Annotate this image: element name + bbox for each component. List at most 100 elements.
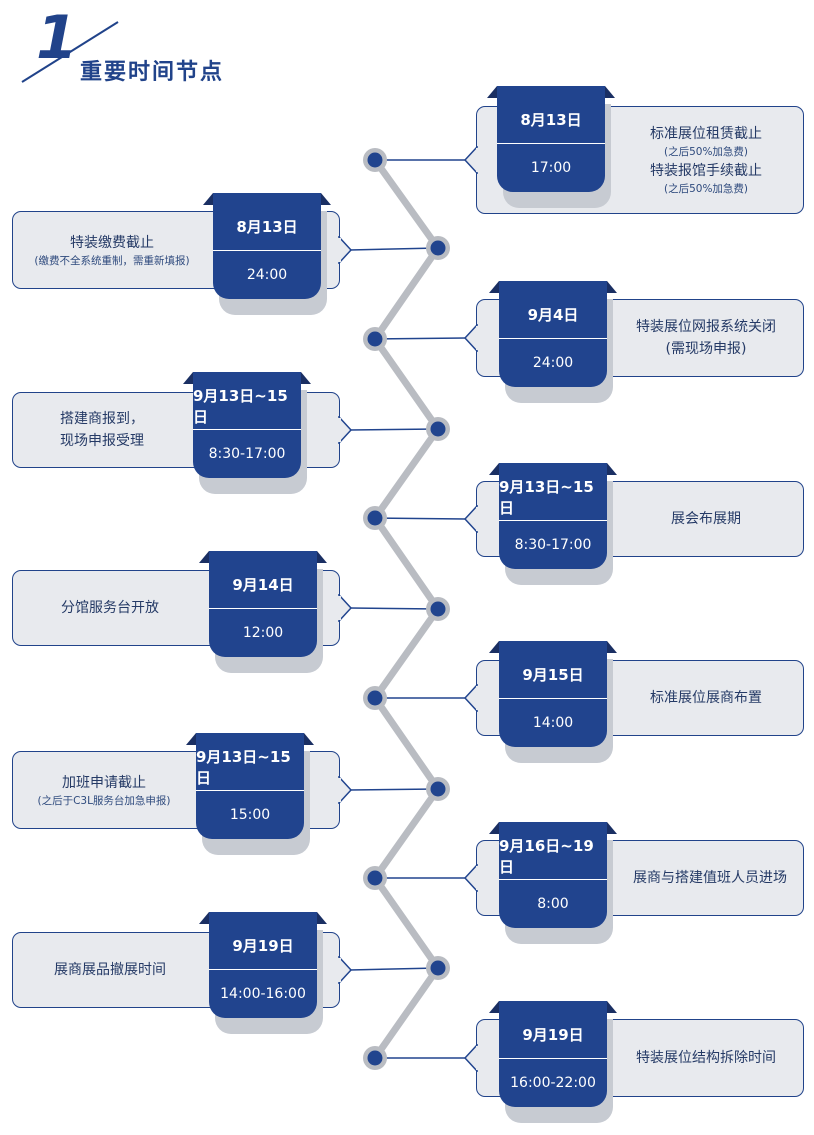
event-label: 展会布展期 bbox=[671, 511, 741, 527]
date-block: 9月13日~15日 8:30-17:00 bbox=[489, 463, 617, 585]
event-time: 16:00-22:00 bbox=[510, 1075, 596, 1091]
event-label: 特装展位网报系统关闭 bbox=[636, 319, 776, 335]
event-description: 展商展品撤展时间 bbox=[12, 932, 208, 1008]
card-pointer-arrow bbox=[338, 236, 352, 264]
timeline-node-center bbox=[367, 1050, 383, 1066]
date-tab-fold bbox=[199, 912, 327, 924]
event-time: 15:00 bbox=[229, 807, 271, 823]
event-date: 8月13日 bbox=[497, 96, 605, 144]
event-note: (之后50%加急费) bbox=[663, 146, 749, 158]
event-note: (之后50%加急费) bbox=[663, 183, 749, 195]
event-time: 24:00 bbox=[532, 355, 574, 371]
event-date: 9月19日 bbox=[209, 922, 317, 970]
event-time: 17:00 bbox=[530, 160, 572, 176]
event-date: 8月13日 bbox=[213, 203, 321, 251]
event-label: 展商展品撤展时间 bbox=[54, 962, 166, 978]
connector-line bbox=[374, 337, 467, 340]
connector-line bbox=[349, 247, 439, 251]
event-note: (缴费不全系统重制，需重新填报) bbox=[34, 254, 190, 267]
date-tab-fold bbox=[489, 281, 617, 293]
event-description: 特装展位结构拆除时间 bbox=[608, 1019, 804, 1097]
section-number: 1 bbox=[36, 3, 78, 73]
event-label: 现场申报受理 bbox=[60, 433, 144, 449]
date-badge: 9月13日~15日 15:00 bbox=[196, 743, 304, 839]
connector-line bbox=[374, 517, 467, 520]
timeline-node-center bbox=[367, 152, 383, 168]
event-label: 标准展位租赁截止 bbox=[650, 126, 762, 142]
event-label: 分馆服务台开放 bbox=[61, 600, 159, 616]
date-tab-fold bbox=[203, 193, 331, 205]
event-label: (需现场申报) bbox=[665, 341, 747, 357]
event-label: 特装报馆手续截止 bbox=[650, 163, 762, 179]
timeline-node-center bbox=[430, 781, 446, 797]
card-pointer-arrow bbox=[464, 1044, 478, 1072]
date-tab-fold bbox=[487, 86, 615, 98]
card-pointer-arrow bbox=[338, 594, 352, 622]
event-label: 特装缴费截止 bbox=[70, 234, 154, 251]
event-label: 标准展位展商布置 bbox=[650, 690, 762, 706]
date-badge: 9月13日~15日 8:30-17:00 bbox=[499, 473, 607, 569]
date-block: 9月19日 16:00-22:00 bbox=[489, 1001, 617, 1123]
date-tab-fold bbox=[489, 1001, 617, 1013]
timeline-node-center bbox=[367, 331, 383, 347]
event-label: 展商与搭建值班人员进场 bbox=[633, 870, 787, 886]
date-badge: 8月13日 17:00 bbox=[497, 96, 605, 192]
event-date: 9月4日 bbox=[499, 291, 607, 339]
date-tab-fold bbox=[199, 551, 327, 563]
card-pointer-arrow bbox=[338, 776, 352, 804]
card-pointer-arrow bbox=[464, 505, 478, 533]
card-pointer-arrow bbox=[464, 324, 478, 352]
date-tab-fold bbox=[489, 822, 617, 834]
date-badge: 9月4日 24:00 bbox=[499, 291, 607, 387]
event-description: 标准展位展商布置 bbox=[608, 660, 804, 736]
timeline-node-center bbox=[430, 601, 446, 617]
event-date: 9月13日~15日 bbox=[499, 473, 607, 521]
event-description: 展会布展期 bbox=[608, 481, 804, 557]
connector-line bbox=[349, 607, 439, 610]
date-badge: 9月13日~15日 8:30-17:00 bbox=[193, 382, 301, 478]
timeline-node-center bbox=[367, 510, 383, 526]
event-description: 展商与搭建值班人员进场 bbox=[616, 840, 804, 916]
card-pointer-arrow bbox=[464, 146, 478, 174]
event-description: 分馆服务台开放 bbox=[12, 570, 208, 646]
event-time: 8:30-17:00 bbox=[514, 537, 592, 553]
date-tab-fold bbox=[183, 372, 311, 384]
event-description: 特装展位网报系统关闭 (需现场申报) bbox=[608, 299, 804, 377]
card-pointer-arrow bbox=[338, 416, 352, 444]
event-description: 标准展位租赁截止 (之后50%加急费) 特装报馆手续截止 (之后50%加急费) bbox=[608, 106, 804, 214]
event-note: (之后于C3L服务台加急申报) bbox=[37, 794, 171, 807]
event-date: 9月16日~19日 bbox=[499, 832, 607, 880]
event-time: 8:30-17:00 bbox=[208, 446, 286, 462]
date-block: 9月13日~15日 15:00 bbox=[186, 733, 314, 855]
event-time: 14:00 bbox=[532, 715, 574, 731]
timeline-node-center bbox=[430, 960, 446, 976]
card-pointer-arrow bbox=[338, 956, 352, 984]
event-date: 9月19日 bbox=[499, 1011, 607, 1059]
timeline-node-center bbox=[430, 421, 446, 437]
date-block: 9月4日 24:00 bbox=[489, 281, 617, 403]
date-block: 9月15日 14:00 bbox=[489, 641, 617, 763]
event-date: 9月13日~15日 bbox=[196, 743, 304, 791]
date-block: 9月13日~15日 8:30-17:00 bbox=[183, 372, 311, 494]
section-title: 重要时间节点 bbox=[80, 60, 225, 85]
date-badge: 9月19日 16:00-22:00 bbox=[499, 1011, 607, 1107]
timeline-node-center bbox=[367, 690, 383, 706]
card-pointer-arrow bbox=[464, 684, 478, 712]
date-tab-fold bbox=[489, 641, 617, 653]
date-tab-fold bbox=[186, 733, 314, 745]
timeline-node-center bbox=[367, 870, 383, 886]
connector-line bbox=[349, 428, 439, 431]
event-label: 搭建商报到， bbox=[60, 411, 144, 427]
event-date: 9月15日 bbox=[499, 651, 607, 699]
event-label: 特装展位结构拆除时间 bbox=[636, 1050, 776, 1066]
event-date: 9月13日~15日 bbox=[193, 382, 301, 430]
date-tab-fold bbox=[489, 463, 617, 475]
date-badge: 9月15日 14:00 bbox=[499, 651, 607, 747]
